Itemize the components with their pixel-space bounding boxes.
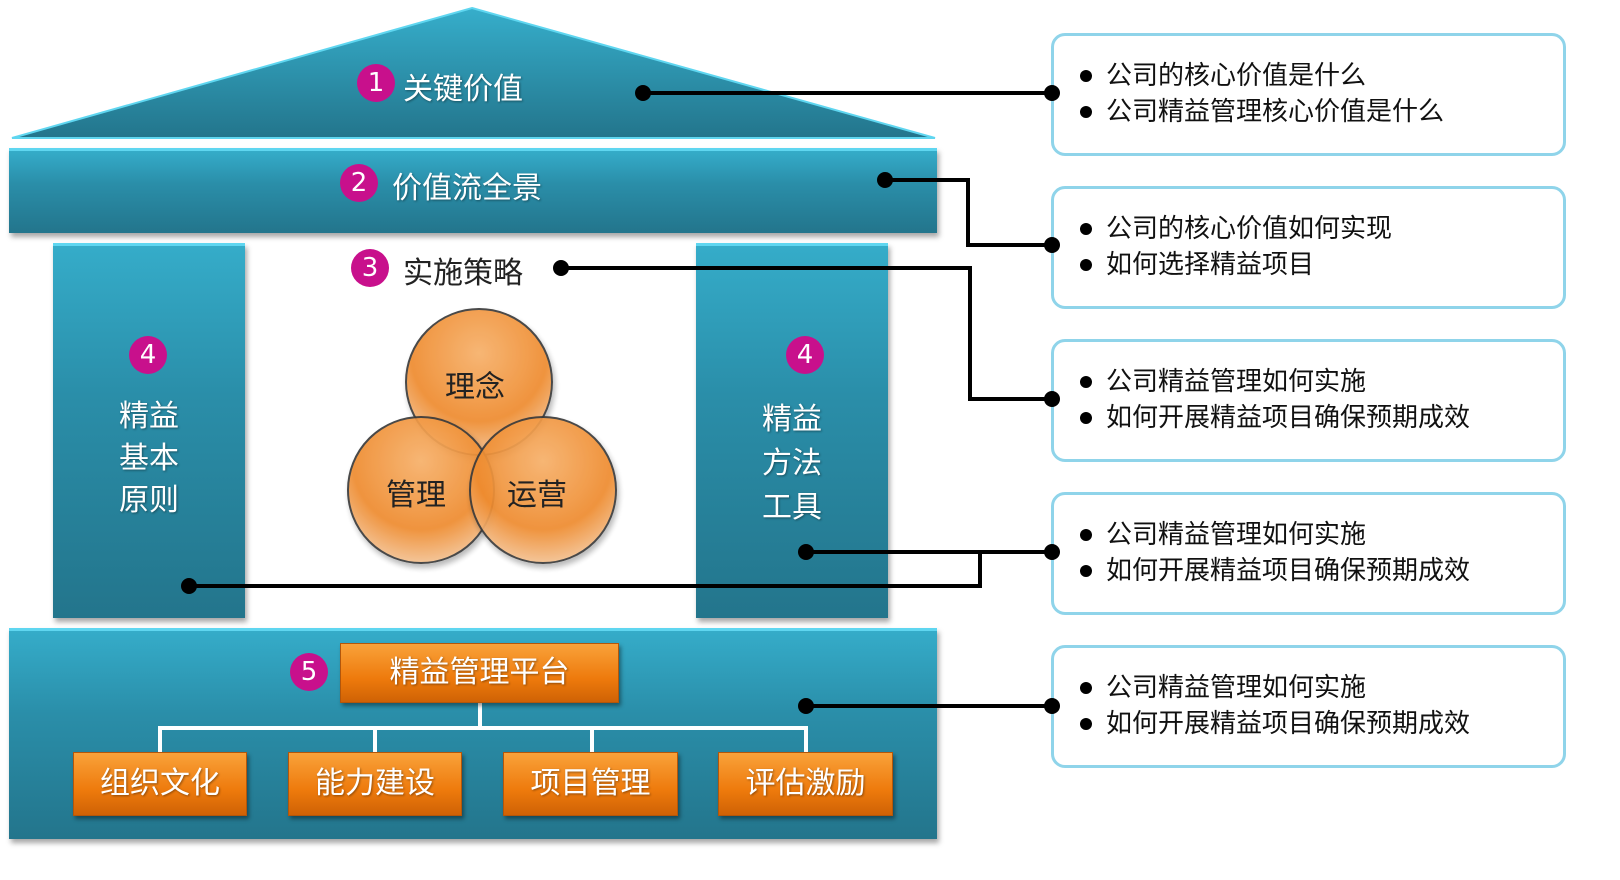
base-item: 项目管理 (503, 752, 678, 816)
left-pillar-line: 基本 (119, 441, 179, 476)
base-item: 能力建设 (288, 752, 462, 816)
circle-operation-label: 运营 (507, 478, 567, 513)
question-item: 如何选择精益项目 (1080, 247, 1563, 283)
question-item: 公司精益管理核心价值是什么 (1080, 94, 1563, 130)
right-pillar-line: 方法 (762, 446, 822, 481)
left-pillar (53, 243, 245, 618)
strategy-label: 实施策略 (403, 256, 523, 291)
roof-number-badge: 1 (357, 64, 395, 102)
question-item: 公司的核心价值如何实现 (1080, 211, 1563, 247)
right-pillar-line: 工具 (762, 490, 822, 525)
right-pillar-number-badge: 4 (786, 336, 824, 374)
left-pillar-number-badge: 4 (129, 336, 167, 374)
question-item: 公司精益管理如何实施 (1080, 364, 1563, 400)
left-pillar-line: 精益 (119, 399, 179, 434)
platform-box: 精益管理平台 (340, 643, 619, 703)
question-item: 如何开展精益项目确保预期成效 (1080, 400, 1563, 436)
right-pillar-line: 精益 (762, 402, 822, 437)
beam (9, 148, 937, 233)
circle-operation (469, 416, 617, 564)
question-item: 公司精益管理如何实施 (1080, 670, 1563, 706)
left-pillar-label: 精益 基本 原则 (53, 396, 245, 522)
left-pillar-line: 原则 (119, 483, 179, 518)
question-box: 公司精益管理如何实施如何开展精益项目确保预期成效 (1051, 645, 1566, 768)
question-item: 公司的核心价值是什么 (1080, 58, 1563, 94)
question-item: 如何开展精益项目确保预期成效 (1080, 553, 1563, 589)
question-box: 公司精益管理如何实施如何开展精益项目确保预期成效 (1051, 492, 1566, 615)
question-box: 公司的核心价值如何实现如何选择精益项目 (1051, 186, 1566, 309)
beam-number-badge: 2 (340, 164, 378, 202)
circle-management-label: 管理 (386, 478, 446, 513)
right-pillar-label: 精益 方法 工具 (696, 398, 888, 530)
question-box: 公司精益管理如何实施如何开展精益项目确保预期成效 (1051, 339, 1566, 462)
strategy-number-badge: 3 (351, 249, 389, 287)
base-item: 评估激励 (718, 752, 893, 816)
roof-label: 关键价值 (403, 72, 523, 107)
circle-concept-label: 理念 (445, 370, 505, 405)
beam-label: 价值流全景 (392, 171, 542, 206)
right-pillar (696, 243, 888, 618)
base-number-badge: 5 (290, 653, 328, 691)
question-item: 如何开展精益项目确保预期成效 (1080, 706, 1563, 742)
question-box: 公司的核心价值是什么公司精益管理核心价值是什么 (1051, 33, 1566, 156)
question-item: 公司精益管理如何实施 (1080, 517, 1563, 553)
base-item: 组织文化 (73, 752, 247, 816)
